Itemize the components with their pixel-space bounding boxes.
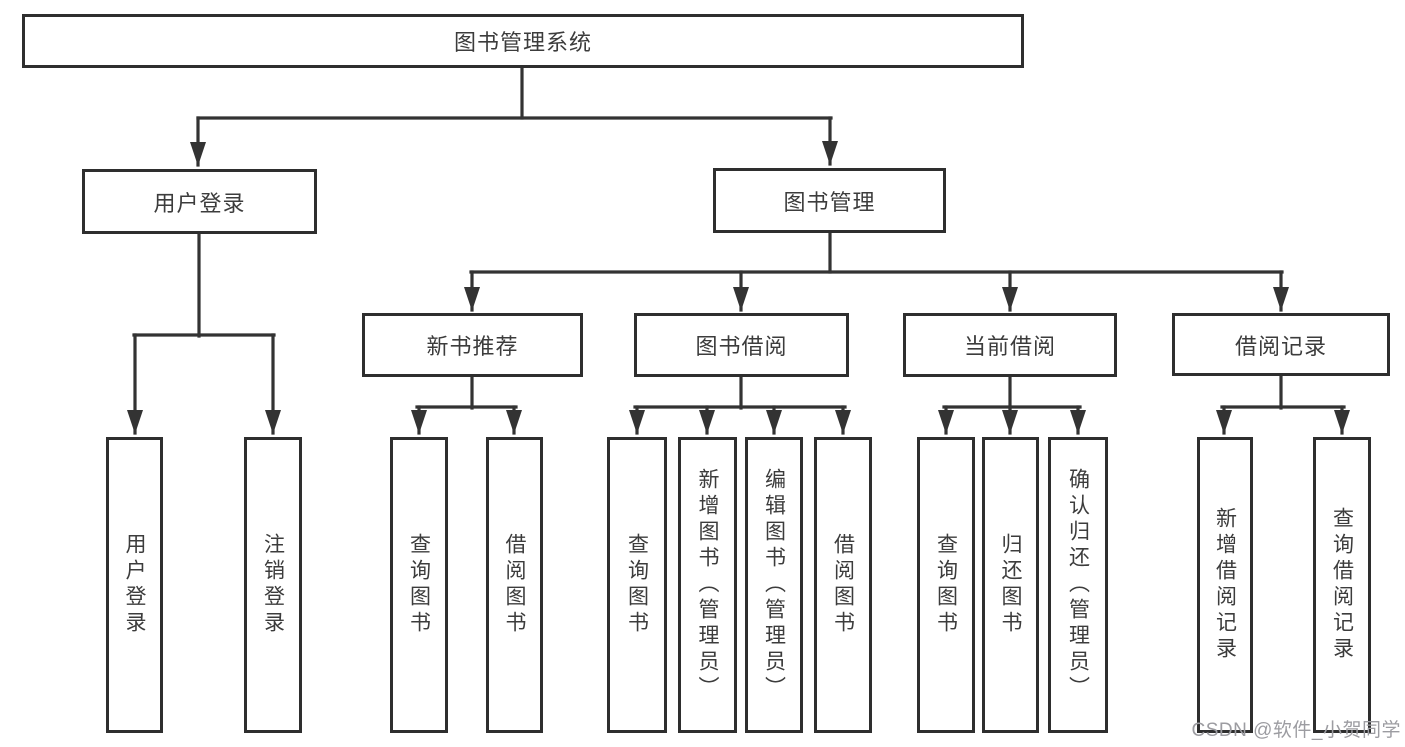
node-root-system: 图书管理系统 [22,14,1024,68]
leaf-user-login: 用户登录 [106,437,163,733]
node-book-management: 图书管理 [713,168,946,233]
leaf-cb-confirm-return-admin: 确认归还（管理员） [1048,437,1108,733]
leaf-br-add-record: 新增借阅记录 [1197,437,1253,733]
leaf-bb-add-book-admin: 新增图书（管理员） [678,437,737,733]
leaf-cb-return-book: 归还图书 [982,437,1039,733]
leaf-bb-query-book: 查询图书 [607,437,667,733]
leaf-nbr-query-book: 查询图书 [390,437,448,733]
leaf-br-query-record: 查询借阅记录 [1313,437,1371,733]
csdn-watermark: CSDN @软件_小贺同学 [1191,720,1401,741]
leaf-bb-edit-book-admin: 编辑图书（管理员） [745,437,803,733]
leaf-logout: 注销登录 [244,437,302,733]
node-book-borrow: 图书借阅 [634,313,849,377]
leaf-nbr-borrow-book: 借阅图书 [486,437,543,733]
node-borrow-record: 借阅记录 [1172,313,1390,376]
leaf-cb-query-book: 查询图书 [917,437,975,733]
node-user-login-group: 用户登录 [82,169,317,234]
connector-segments [127,66,1350,435]
node-current-borrow: 当前借阅 [903,313,1117,377]
leaf-bb-borrow-book: 借阅图书 [814,437,872,733]
node-new-book-recommend: 新书推荐 [362,313,583,377]
